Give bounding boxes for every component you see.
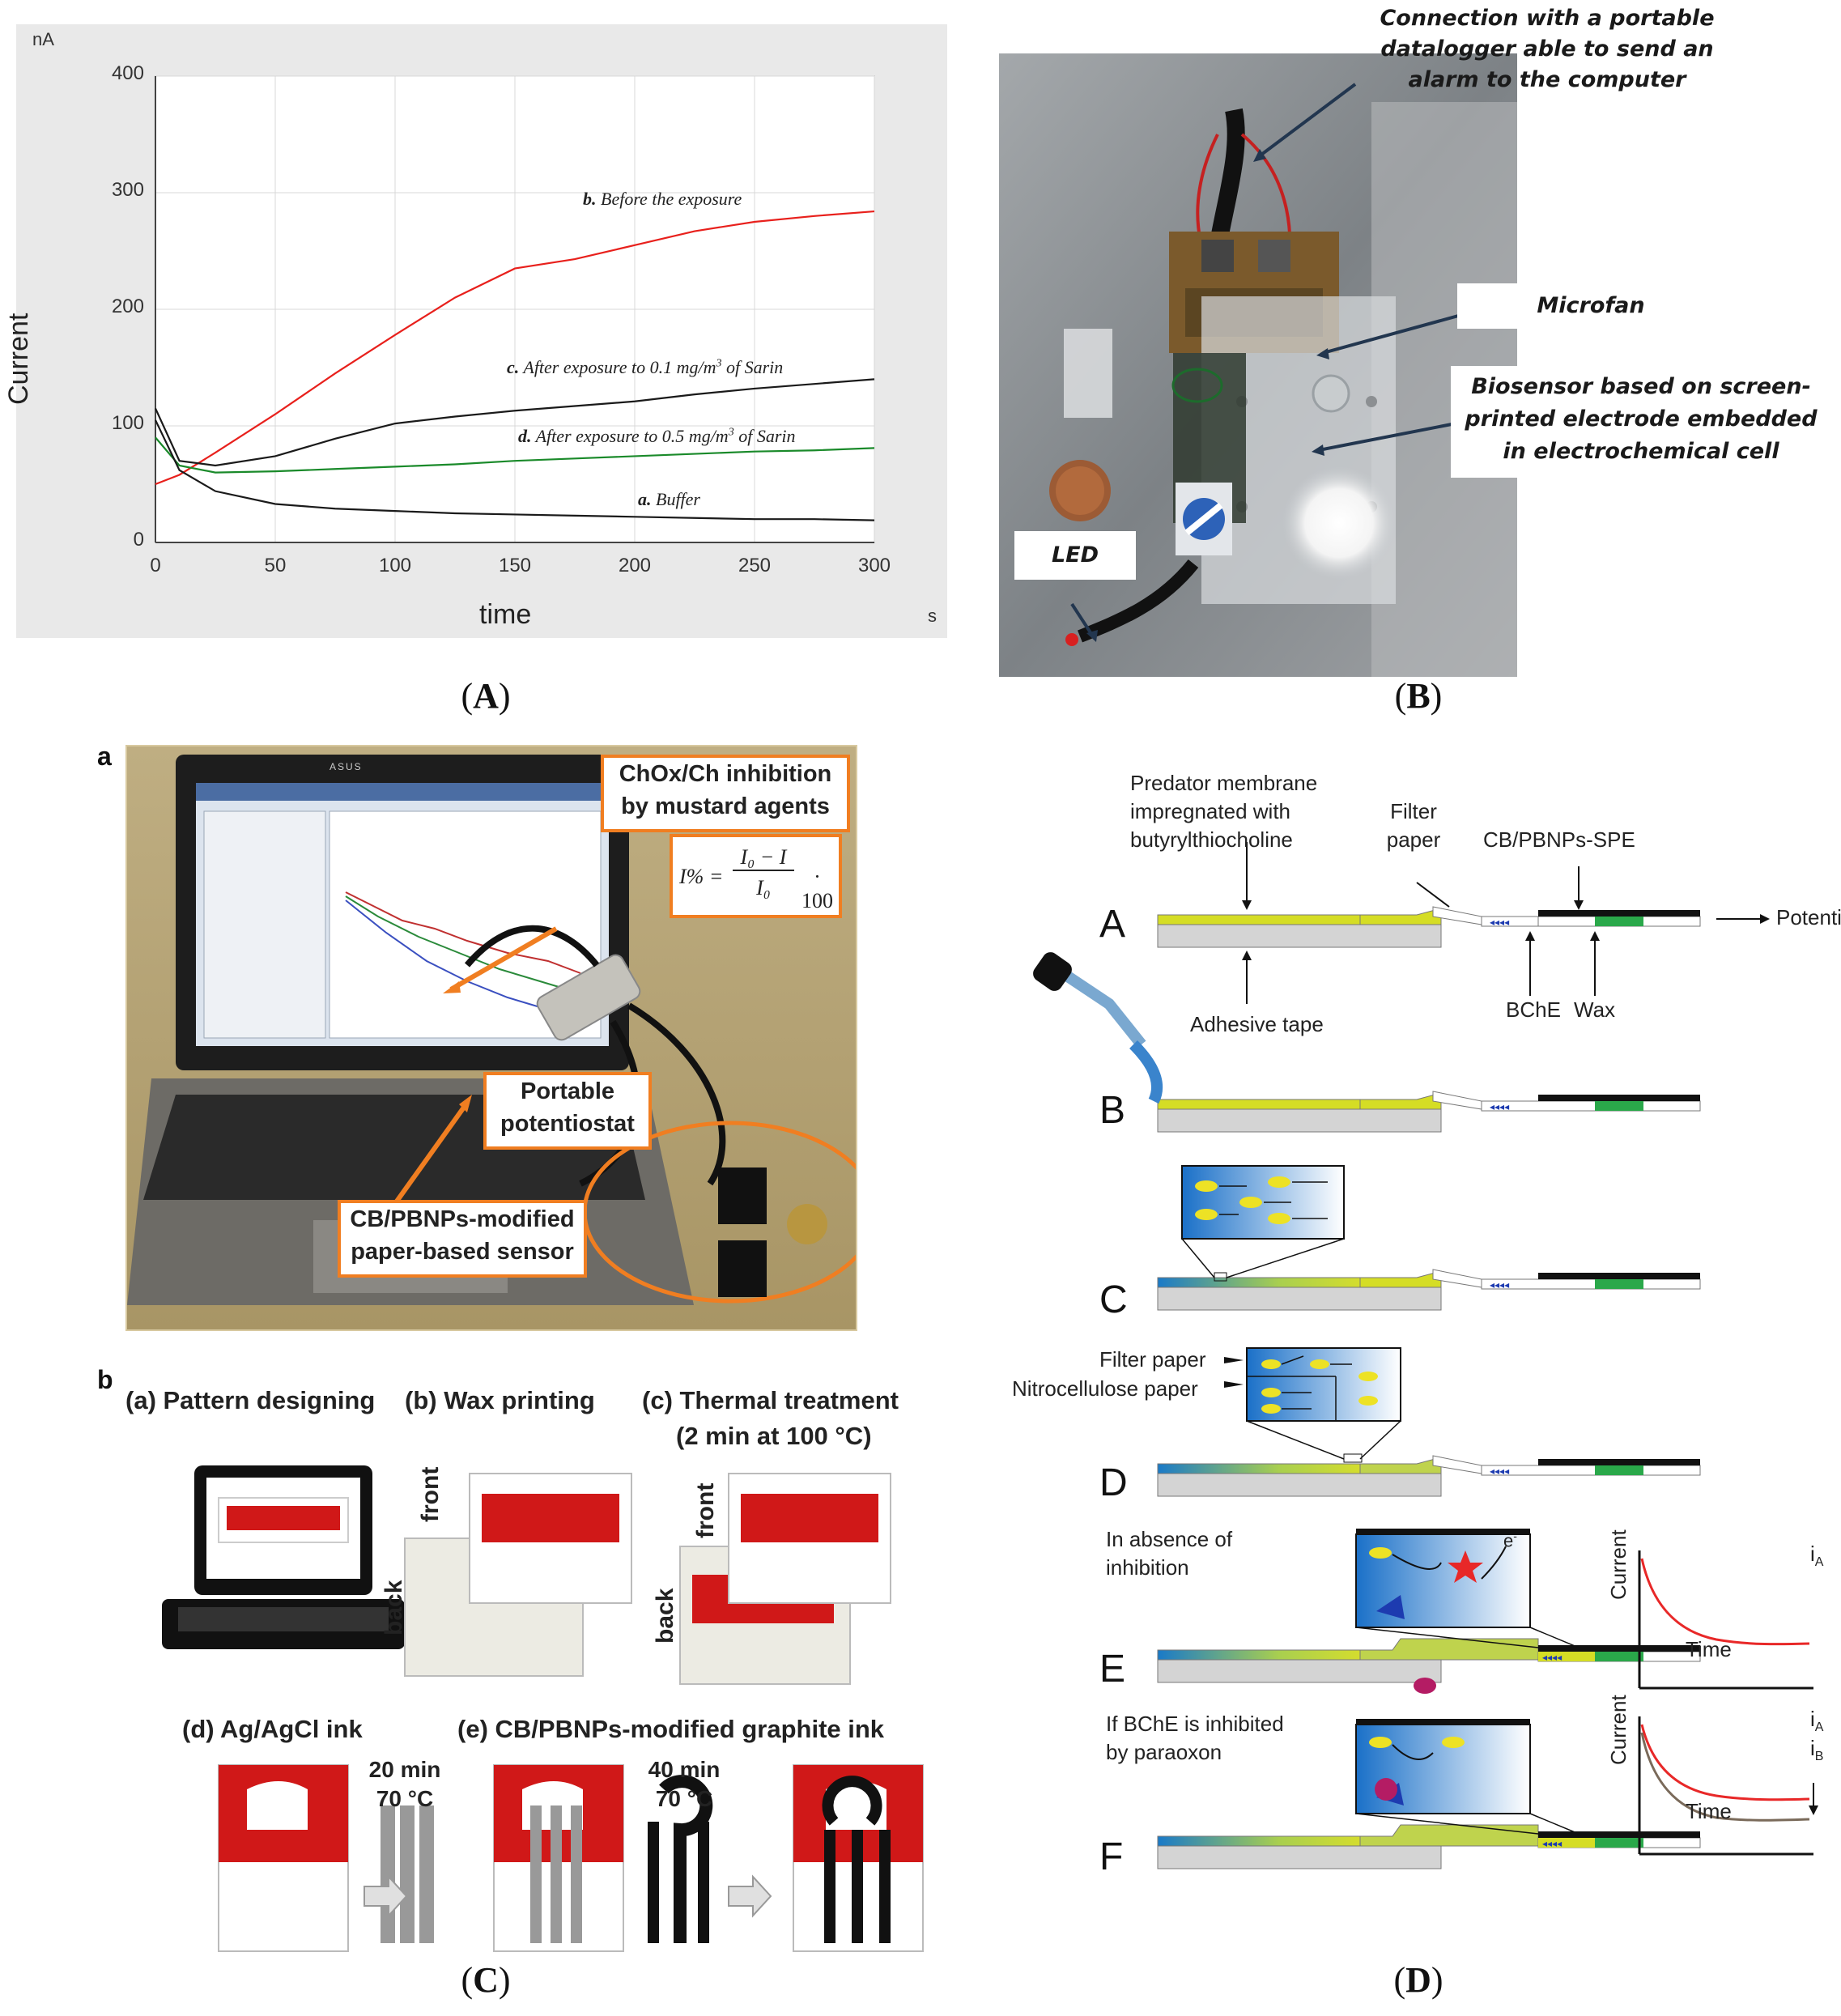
caption-b: (B) xyxy=(1394,676,1443,716)
back-label-2: back xyxy=(652,1588,678,1644)
time-1-b: 70 °C xyxy=(376,1786,434,1811)
caption-c: (C) xyxy=(461,1960,511,2000)
y-tick-label: 100 xyxy=(112,412,144,434)
bche-label: BChE xyxy=(1506,997,1561,1022)
inhibited-label: If BChE is inhibited by paraoxon xyxy=(1106,1712,1284,1764)
panel-b-photo xyxy=(999,53,1517,677)
laptop-brand: ASUS xyxy=(330,761,363,772)
svg-text:◂◂◂◂: ◂◂◂◂ xyxy=(1490,1279,1509,1291)
spe-label: CB/PBNPs-SPE xyxy=(1483,827,1635,852)
step-C-label: C xyxy=(1099,1278,1128,1321)
y-tick-label: 0 xyxy=(134,529,144,551)
ia-label-e: iA xyxy=(1810,1542,1824,1570)
time-axis-e: Time xyxy=(1686,1637,1732,1661)
formula-rhs: · 100 xyxy=(801,865,833,912)
x-tick-label: 0 xyxy=(150,555,160,576)
box-formula: I% = I₀ − I I₀ · 100 xyxy=(670,834,842,918)
step-D-label: D xyxy=(1099,1461,1128,1504)
callout-led: LED xyxy=(1014,531,1136,580)
membrane-label: Predator membrane impregnated with butyr… xyxy=(1130,771,1318,852)
box-potentiostat: Portable potentiostat xyxy=(483,1072,652,1150)
current-vs-time-chart: 0 50 100 150 200 250 300 0 100 200 300 400 xyxy=(112,62,891,576)
fabrication-steps-illustration xyxy=(162,1465,924,1952)
formula-lhs: I% = xyxy=(679,865,724,888)
potentiostat-label: Potentiostat xyxy=(1776,905,1841,929)
x-tick-label: 50 xyxy=(265,555,287,576)
step-F-label: F xyxy=(1099,1835,1124,1878)
step-B-label: B xyxy=(1099,1089,1126,1132)
ib-label-f: iB xyxy=(1810,1736,1824,1764)
svg-text:◂◂◂◂: ◂◂◂◂ xyxy=(1490,917,1509,928)
callout-datalogger: Connection with a portable datalogger ab… xyxy=(1380,6,1715,92)
panel-c-photo: ASUS ChOx/Ch inhibition by mustard agent… xyxy=(125,745,857,1331)
device-photo-illustration xyxy=(999,53,1517,677)
caption-a: (A) xyxy=(461,676,511,716)
formula-denominator: I₀ xyxy=(756,876,771,900)
step-c-label: (c) Thermal treatment xyxy=(642,1386,899,1414)
panel-a-chart: 0 50 100 150 200 250 300 0 100 200 300 400 nA s Cur… xyxy=(3,24,947,638)
panel-c-label-b: b xyxy=(97,1365,113,1394)
filter-paper-label: Filter paper xyxy=(1099,1347,1206,1372)
step-b-label: (b) Wax printing xyxy=(405,1386,595,1414)
x-tick-label: 250 xyxy=(738,555,771,576)
callout-microfan: Microfan xyxy=(1457,283,1724,329)
step-a-label: (a) Pattern designing xyxy=(125,1386,376,1414)
current-axis-f: Current xyxy=(1606,1695,1631,1765)
y-axis-label: Current xyxy=(3,313,34,405)
x-tick-label: 200 xyxy=(619,555,651,576)
curve-label-c: c. After exposure to 0.1 mg/m3 of Sarin xyxy=(507,357,784,377)
x-tick-label: 150 xyxy=(499,555,531,576)
panel-d-schematic: ◂◂◂◂ ◂◂◂◂ ◂◂◂◂ xyxy=(1033,842,1818,1869)
time-2-b: 70 °C xyxy=(655,1786,713,1811)
step-A-label: A xyxy=(1099,903,1126,946)
y-unit-label: nA xyxy=(32,29,54,49)
formula-numerator: I₀ − I xyxy=(733,845,794,871)
step-d-label: (d) Ag/AgCl ink xyxy=(182,1715,363,1743)
time-axis-f: Time xyxy=(1686,1799,1732,1823)
svg-text:◂◂◂◂: ◂◂◂◂ xyxy=(1490,1101,1509,1112)
step-E-label: E xyxy=(1099,1648,1126,1691)
wax-label: Wax xyxy=(1574,997,1616,1022)
x-tick-label: 100 xyxy=(379,555,411,576)
panel-c-label-a: a xyxy=(97,742,112,771)
y-tick-label: 200 xyxy=(112,296,144,317)
ia-label-f: iA xyxy=(1810,1707,1824,1735)
front-label-1: front xyxy=(417,1466,444,1522)
callout-biosensor: Biosensor based on screen-printed electr… xyxy=(1451,366,1831,478)
absence-label: In absence of inhibition xyxy=(1106,1527,1233,1580)
filter-label: Filter paper xyxy=(1386,799,1441,852)
curve-label-d: d. After exposure to 0.5 mg/m3 of Sarin xyxy=(518,426,796,446)
nitrocellulose-label: Nitrocellulose paper xyxy=(1012,1376,1198,1401)
step-c-sublabel: (2 min at 100 °C) xyxy=(676,1422,872,1450)
x-unit-label: s xyxy=(928,606,937,626)
time-1-a: 20 min xyxy=(368,1757,441,1782)
caption-d: (D) xyxy=(1393,1960,1443,2000)
current-axis-e: Current xyxy=(1606,1529,1631,1600)
svg-text:◂◂◂◂: ◂◂◂◂ xyxy=(1542,1838,1562,1849)
x-axis-label: time xyxy=(479,599,532,630)
series-line-1 xyxy=(154,378,875,467)
step-e-label: (e) CB/PBNPs-modified graphite ink xyxy=(457,1715,885,1743)
svg-text:◂◂◂◂: ◂◂◂◂ xyxy=(1542,1652,1562,1663)
tape-label: Adhesive tape xyxy=(1190,1012,1324,1036)
curve-label-b: b. Before the exposure xyxy=(583,189,742,209)
series-line-0 xyxy=(155,210,875,486)
front-label-2: front xyxy=(692,1482,719,1538)
svg-text:◂◂◂◂: ◂◂◂◂ xyxy=(1490,1465,1509,1477)
series-line-3 xyxy=(155,419,875,521)
time-2-a: 40 min xyxy=(648,1757,721,1782)
curve-label-a: a. Buffer xyxy=(638,489,700,509)
y-tick-label: 400 xyxy=(112,62,144,84)
series-line-2 xyxy=(155,436,875,474)
box-inhibition: ChOx/Ch inhibition by mustard agents xyxy=(601,755,850,832)
back-label-1: back xyxy=(381,1580,407,1635)
x-tick-label: 300 xyxy=(858,555,891,576)
box-sensor: CB/PBNPs-modified paper-based sensor xyxy=(338,1200,587,1278)
y-tick-label: 300 xyxy=(112,179,144,201)
electron-label: e- xyxy=(1503,1529,1517,1551)
